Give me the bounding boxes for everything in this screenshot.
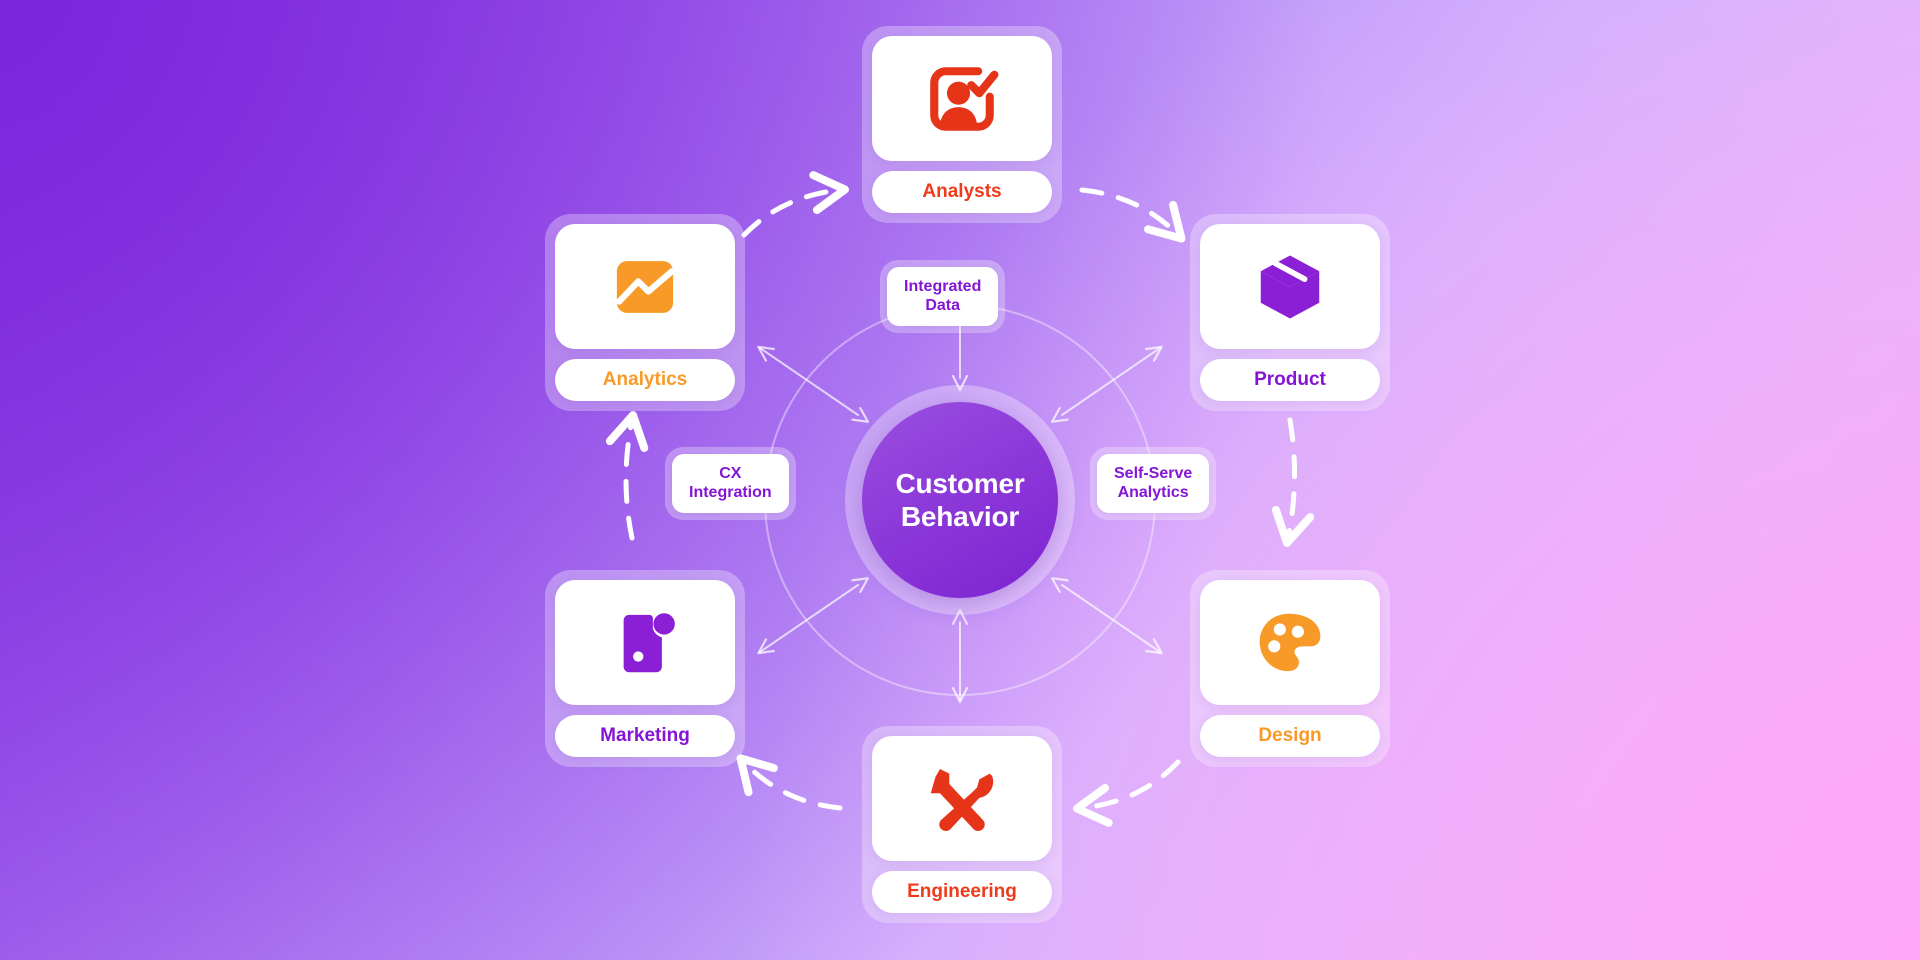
flow-analytics-to-analysts [741,171,849,238]
flow-marketing-to-analytics [605,411,649,541]
node-icon-box-product [1200,224,1380,349]
node-card-analytics[interactable]: Analytics [545,214,745,411]
hub-title: Customer Behavior [895,467,1024,533]
node-label-design: Design [1200,715,1380,757]
node-card-marketing[interactable]: Marketing [545,570,745,767]
pill-self-serve-analytics-body: Self-Serve Analytics [1097,454,1210,514]
hub-title-line1: Customer [895,467,1025,499]
node-label-analysts: Analysts [872,171,1052,213]
pill-integrated-data-line1: Integrated [904,278,982,295]
hub-title-line2: Behavior [900,501,1020,532]
node-icon-box-design [1200,580,1380,705]
pill-self-serve-analytics-line1: Self-Serve [1114,465,1193,482]
node-icon-box-analysts [872,36,1052,161]
node-icon-box-engineering [872,736,1052,861]
pill-cx-integration-line1: CX [719,465,742,482]
node-label-marketing: Marketing [555,715,735,757]
node-label-engineering: Engineering [872,871,1052,913]
tools-wrench-icon [930,768,994,831]
line-chart-icon [616,260,676,313]
pill-integrated-data-line2: Data [925,296,961,314]
pill-cx-integration-line2: Integration [689,483,772,501]
node-card-product[interactable]: Product [1190,214,1390,411]
node-icon-box-marketing [555,580,735,705]
pill-integrated-data[interactable]: Integrated Data [880,260,1006,334]
flow-engineering-to-marketing [736,754,843,811]
pill-self-serve-analytics-line2: Analytics [1117,483,1189,501]
node-card-design[interactable]: Design [1190,570,1390,767]
flow-design-to-engineering [1073,759,1181,827]
center-hub[interactable]: Customer Behavior [862,402,1058,598]
pill-cx-integration[interactable]: CX Integration [665,447,796,521]
user-check-icon [930,66,999,131]
node-label-analytics: Analytics [555,359,735,401]
node-card-engineering[interactable]: Engineering [862,726,1062,923]
node-card-analysts[interactable]: Analysts [862,26,1062,223]
node-icon-box-analytics [555,224,735,349]
pill-cx-integration-body: CX Integration [672,454,789,514]
flow-product-to-design [1271,417,1315,547]
flow-analysts-to-product [1079,187,1186,243]
mobile-badge-icon [623,612,675,672]
pill-self-serve-analytics[interactable]: Self-Serve Analytics [1090,447,1217,521]
node-label-product: Product [1200,359,1380,401]
pill-integrated-data-body: Integrated Data [887,267,999,327]
box-cube-icon [1260,255,1320,318]
paint-palette-icon [1259,613,1321,671]
